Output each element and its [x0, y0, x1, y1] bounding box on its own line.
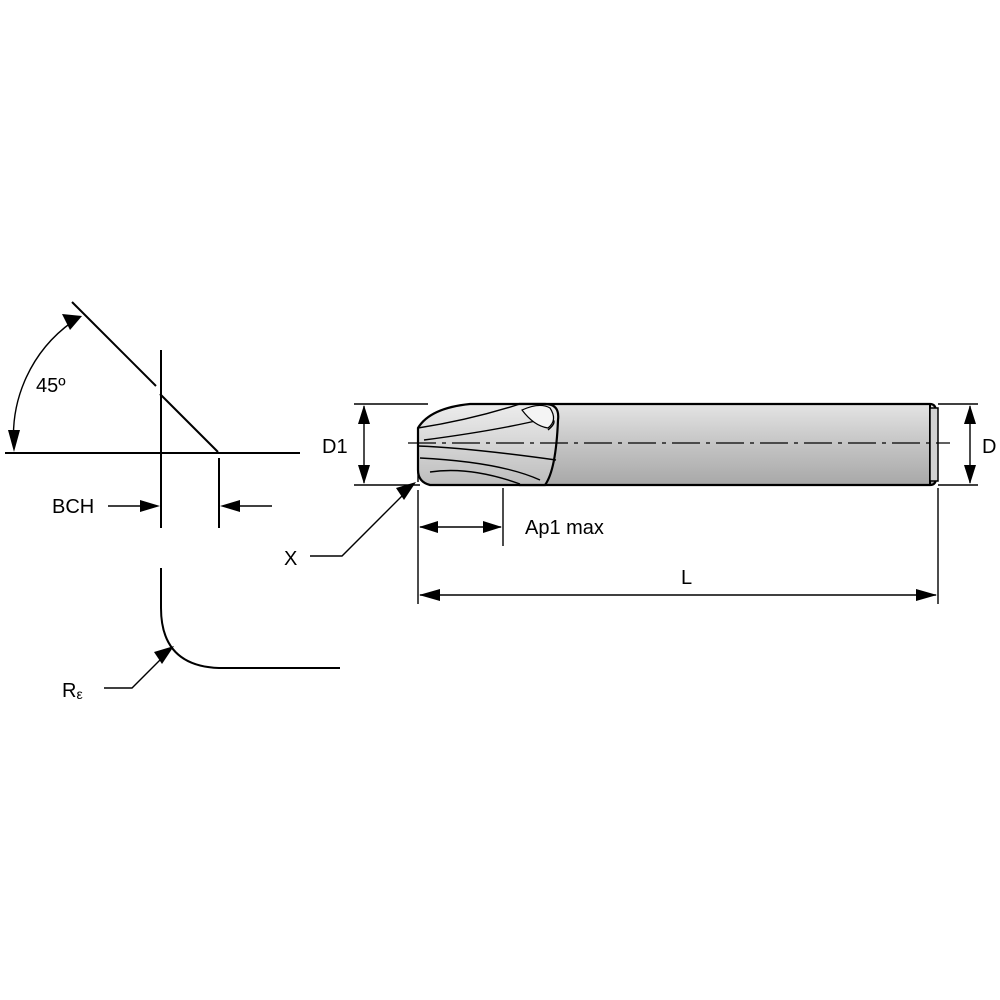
d1-arrow-bottom: [358, 465, 370, 484]
ap1-arrow-right: [483, 521, 502, 533]
flute-helix-5: [417, 445, 557, 461]
flute-helix-4: [429, 469, 521, 485]
d1-arrow-top: [358, 405, 370, 424]
bch-left-arrowhead: [140, 500, 160, 512]
flute-helix-1: [417, 403, 521, 429]
d-label: D: [982, 436, 996, 458]
radius-arrowhead: [154, 646, 174, 664]
end-mill-tool: [408, 402, 950, 487]
tool-shank: [518, 402, 938, 487]
radius-leader-line: [104, 657, 163, 689]
radius-label-main: R: [62, 680, 76, 702]
chamfer-face: [159, 393, 219, 453]
bch-right-arrowhead: [220, 500, 240, 512]
l-arrow-right: [916, 589, 937, 601]
shank-end-cap: [929, 407, 939, 482]
radius-label: Rε: [62, 680, 83, 702]
ap1-dimension: Ap1 max: [417, 488, 604, 604]
angle-arrow-bottom: [8, 430, 20, 452]
bch-label: BCH: [52, 496, 94, 518]
ap1-arrow-left: [419, 521, 438, 533]
angle-label: 45º: [36, 375, 66, 397]
x-label: X: [284, 548, 297, 570]
d-arrow-top: [964, 405, 976, 424]
flute-helix-3: [419, 457, 541, 481]
x-callout: X: [284, 482, 416, 570]
chamfer-detail: 45º BCH: [5, 301, 300, 528]
chamfer-upper-edge: [71, 301, 157, 387]
length-dimension: L: [419, 488, 939, 604]
ap1-label: Ap1 max: [525, 517, 604, 539]
d1-label: D1: [322, 436, 348, 458]
x-leader-line: [310, 489, 409, 557]
corner-radius-detail: Rε: [62, 568, 340, 702]
flute-gash-highlight: [521, 404, 555, 429]
radius-label-subscript: ε: [76, 686, 82, 702]
corner-radius-profile: [160, 568, 340, 669]
d-dimension: D: [938, 403, 996, 486]
angle-arrow-top: [62, 314, 82, 330]
length-label: L: [681, 567, 692, 589]
x-arrowhead: [396, 482, 416, 500]
l-arrow-left: [419, 589, 440, 601]
d-arrow-bottom: [964, 465, 976, 484]
d1-dimension: D1: [322, 403, 428, 486]
